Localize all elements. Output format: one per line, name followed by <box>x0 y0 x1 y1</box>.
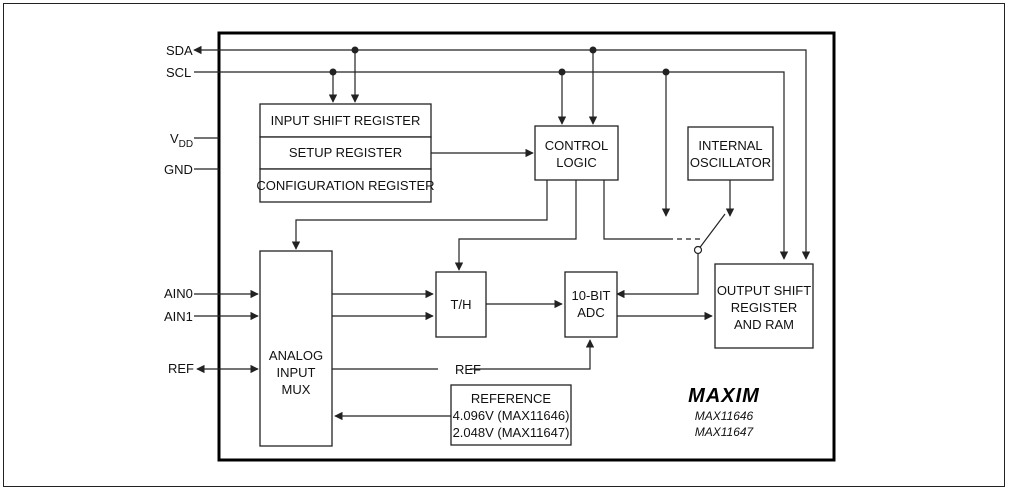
track-hold-box <box>435 271 487 338</box>
output-register-label-line2: REGISTER <box>731 300 797 315</box>
sda-bus <box>193 45 811 260</box>
pin-ref-label: REF <box>168 361 194 376</box>
setup-register-label: SETUP REGISTER <box>289 145 402 160</box>
reference-label-line1: REFERENCE <box>471 391 552 406</box>
adc-label-line2: ADC <box>577 305 604 320</box>
output-register-label-line1: OUTPUT SHIFT <box>717 283 811 298</box>
clock-to-adc <box>616 254 699 299</box>
pin-scl-label: SCL <box>166 65 191 80</box>
control-logic-label-line2: LOGIC <box>556 155 596 170</box>
control-logic-label-line1: CONTROL <box>545 138 609 153</box>
adc-box <box>564 271 618 338</box>
scl-bus <box>194 71 789 260</box>
mux-label-line1: ANALOG <box>269 348 323 363</box>
setup-register-box <box>259 136 432 170</box>
reference-label-line3: 2.048V (MAX11647) <box>453 425 570 440</box>
configuration-register-box <box>259 168 432 203</box>
clock-switch-pivot <box>693 245 703 255</box>
mux-label-line2: INPUT <box>277 365 316 380</box>
output-shift-register-box <box>714 263 814 349</box>
internal-oscillator-label-line1: INTERNAL <box>698 138 762 153</box>
pin-ain0-label: AIN0 <box>164 286 193 301</box>
part-number-1: MAX11646 <box>695 409 754 423</box>
track-hold-label: T/H <box>451 297 472 312</box>
pin-vdd-label: VDD <box>170 131 193 150</box>
mux-label-line3: MUX <box>282 382 311 397</box>
input-shift-register-box <box>259 103 432 138</box>
input-shift-register-label: INPUT SHIFT REGISTER <box>271 113 421 128</box>
reference-box <box>450 384 572 446</box>
clock-switch-blade <box>697 213 726 251</box>
reference-label-line2: 4.096V (MAX11646) <box>453 408 570 423</box>
output-register-label-line3: AND RAM <box>734 317 794 332</box>
pin-sda-label: SDA <box>166 43 193 58</box>
analog-input-mux-box <box>259 250 333 447</box>
configuration-register-label: CONFIGURATION REGISTER <box>256 178 434 193</box>
internal-oscillator-box <box>687 126 774 181</box>
control-to-clock-switch <box>603 180 668 240</box>
pin-gnd-label: GND <box>164 162 193 177</box>
internal-ref-label: REF <box>455 362 481 377</box>
internal-oscillator-label-line2: OSCILLATOR <box>690 155 771 170</box>
control-to-track-hold <box>454 180 577 271</box>
control-to-mux <box>291 180 548 250</box>
figure-frame <box>3 3 1005 487</box>
control-logic-box <box>534 125 619 181</box>
maxim-logo: MAXIM <box>688 385 760 407</box>
part-number-2: MAX11647 <box>695 425 755 439</box>
adc-label-line1: 10-BIT <box>571 288 610 303</box>
pin-ain1-label: AIN1 <box>164 309 193 324</box>
ref-to-adc <box>470 339 595 370</box>
